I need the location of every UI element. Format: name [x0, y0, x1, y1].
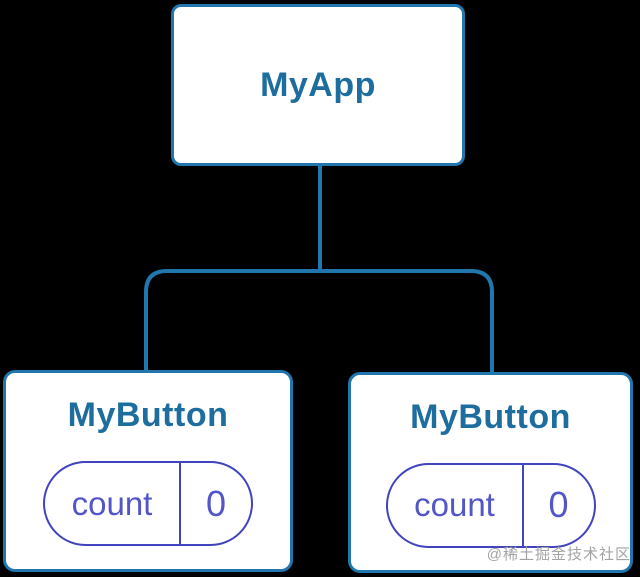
connector-branch [144, 269, 494, 374]
child-component-node-right: MyButton count 0 [348, 372, 633, 573]
state-pill: count 0 [385, 462, 596, 548]
watermark-text: @稀土掘金技术社区 [486, 546, 631, 563]
child-component-label: MyButton [67, 396, 229, 434]
child-component-node-left: MyButton count 0 [3, 370, 293, 572]
state-name-label: count [388, 464, 524, 546]
root-component-node: MyApp [171, 4, 465, 166]
child-component-label: MyButton [410, 397, 571, 436]
state-pill: count 0 [43, 461, 253, 546]
state-name-label: count [45, 463, 181, 544]
root-component-label: MyApp [260, 65, 376, 104]
state-value-label: 0 [548, 484, 569, 525]
state-value-label: 0 [205, 482, 227, 524]
